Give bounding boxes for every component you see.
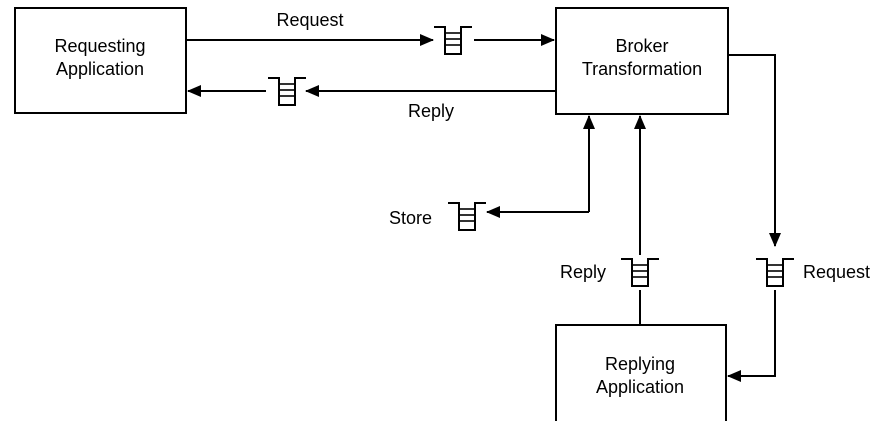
requesting-application-label-2: Application: [56, 59, 144, 79]
requesting-application-box: [14, 7, 187, 114]
reply-bottom-label: Reply: [560, 262, 606, 282]
queue-icon-request-top: [434, 26, 472, 55]
broker-transformation-label-1: Broker: [615, 36, 668, 56]
request-down-line-1: [728, 54, 781, 247]
queue-icon-reply-top: [268, 77, 306, 106]
replying-application-label-1: Replying: [605, 354, 675, 374]
broker-transformation-box: [555, 7, 729, 115]
queue-icon-reply-bottom: [621, 258, 659, 287]
requesting-application-label-1: Requesting: [54, 36, 145, 56]
reply-top-label: Reply: [408, 101, 454, 121]
queue-icon-store: [448, 202, 486, 231]
replying-application-label-2: Application: [596, 377, 684, 397]
store-label: Store: [389, 208, 432, 228]
request-bottom-label: Request: [803, 262, 870, 282]
request-top-label: Request: [276, 10, 343, 30]
queue-icon-request-bottom: [756, 258, 794, 287]
request-down-line-2: [727, 290, 776, 382]
broker-transformation-label-2: Transformation: [582, 59, 702, 79]
